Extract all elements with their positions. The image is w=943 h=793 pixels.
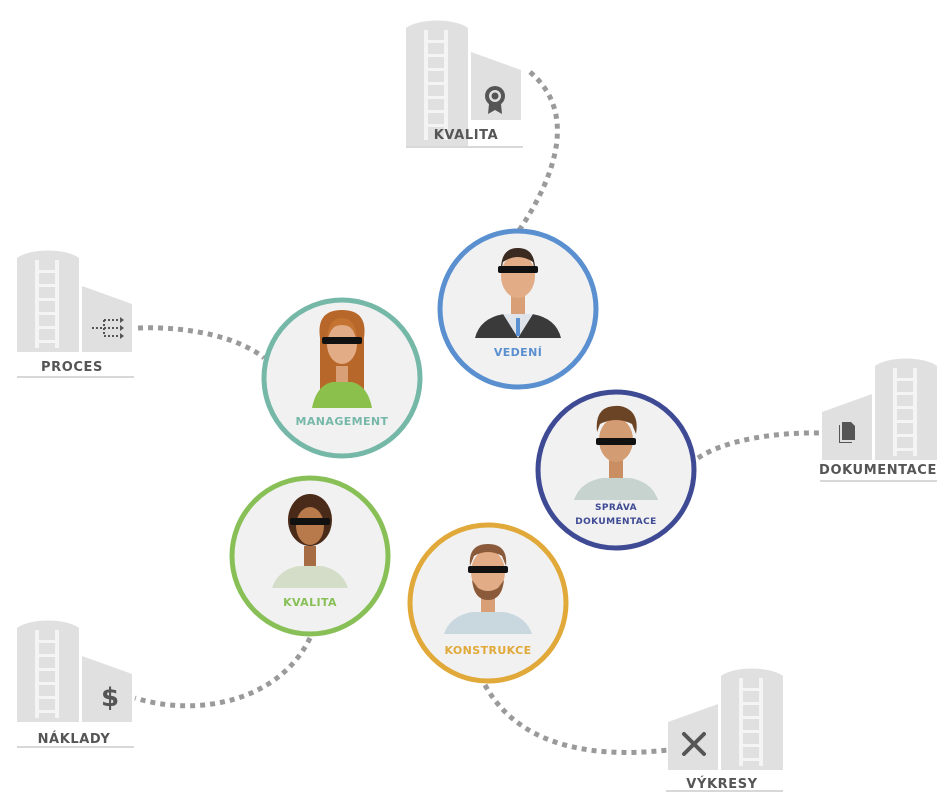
silo-label-dokumentace: DOKUMENTACE (819, 463, 937, 478)
person-avatar (475, 248, 561, 338)
connector-vedeni-kvalita (515, 70, 560, 234)
person-avatar (574, 405, 658, 500)
ruler-pencil-icon (682, 732, 706, 756)
silo-label-kvalita: KVALITA (434, 128, 499, 143)
connector-sprava-dokumentace (696, 430, 823, 461)
role-label-sprava-2: DOKUMENTACE (575, 517, 656, 527)
role-label-sprava-1: SPRÁVA (595, 501, 637, 513)
documents-icon (839, 422, 855, 443)
award-icon (485, 86, 505, 114)
role-sprava-dokumentace: SPRÁVA DOKUMENTACE (535, 389, 697, 551)
connector-management-proces (137, 325, 266, 360)
process-flow-icon (92, 319, 120, 337)
role-label-vedeni: VEDENÍ (494, 346, 542, 359)
silo-label-vykresy: VÝKRESY (686, 776, 757, 792)
role-management: MANAGEMENT (261, 297, 423, 459)
role-kvalita: KVALITA (229, 475, 391, 637)
silo-label-naklady: NÁKLADY (38, 731, 111, 747)
silo-proces (17, 250, 134, 378)
connector-konstrukce-vykresy (482, 683, 669, 755)
person-avatar (312, 310, 372, 408)
role-vedeni: VEDENÍ (437, 228, 599, 390)
silo-dokumentace (820, 358, 937, 482)
dollar-icon: $ (101, 683, 119, 713)
connectors (134, 70, 823, 755)
role-label-kvalita: KVALITA (283, 596, 337, 609)
person-avatar (272, 494, 348, 588)
silo-naklady: $ (17, 620, 134, 748)
silo-kvalita (406, 20, 523, 149)
person-avatar (444, 544, 532, 634)
silo-label-proces: PROCES (41, 360, 103, 375)
silo-vykresy (666, 668, 783, 792)
connector-kvalita-naklady (134, 636, 313, 709)
role-label-management: MANAGEMENT (296, 415, 389, 428)
role-label-konstrukce: KONSTRUKCE (444, 644, 531, 657)
role-konstrukce: KONSTRUKCE (407, 522, 569, 684)
